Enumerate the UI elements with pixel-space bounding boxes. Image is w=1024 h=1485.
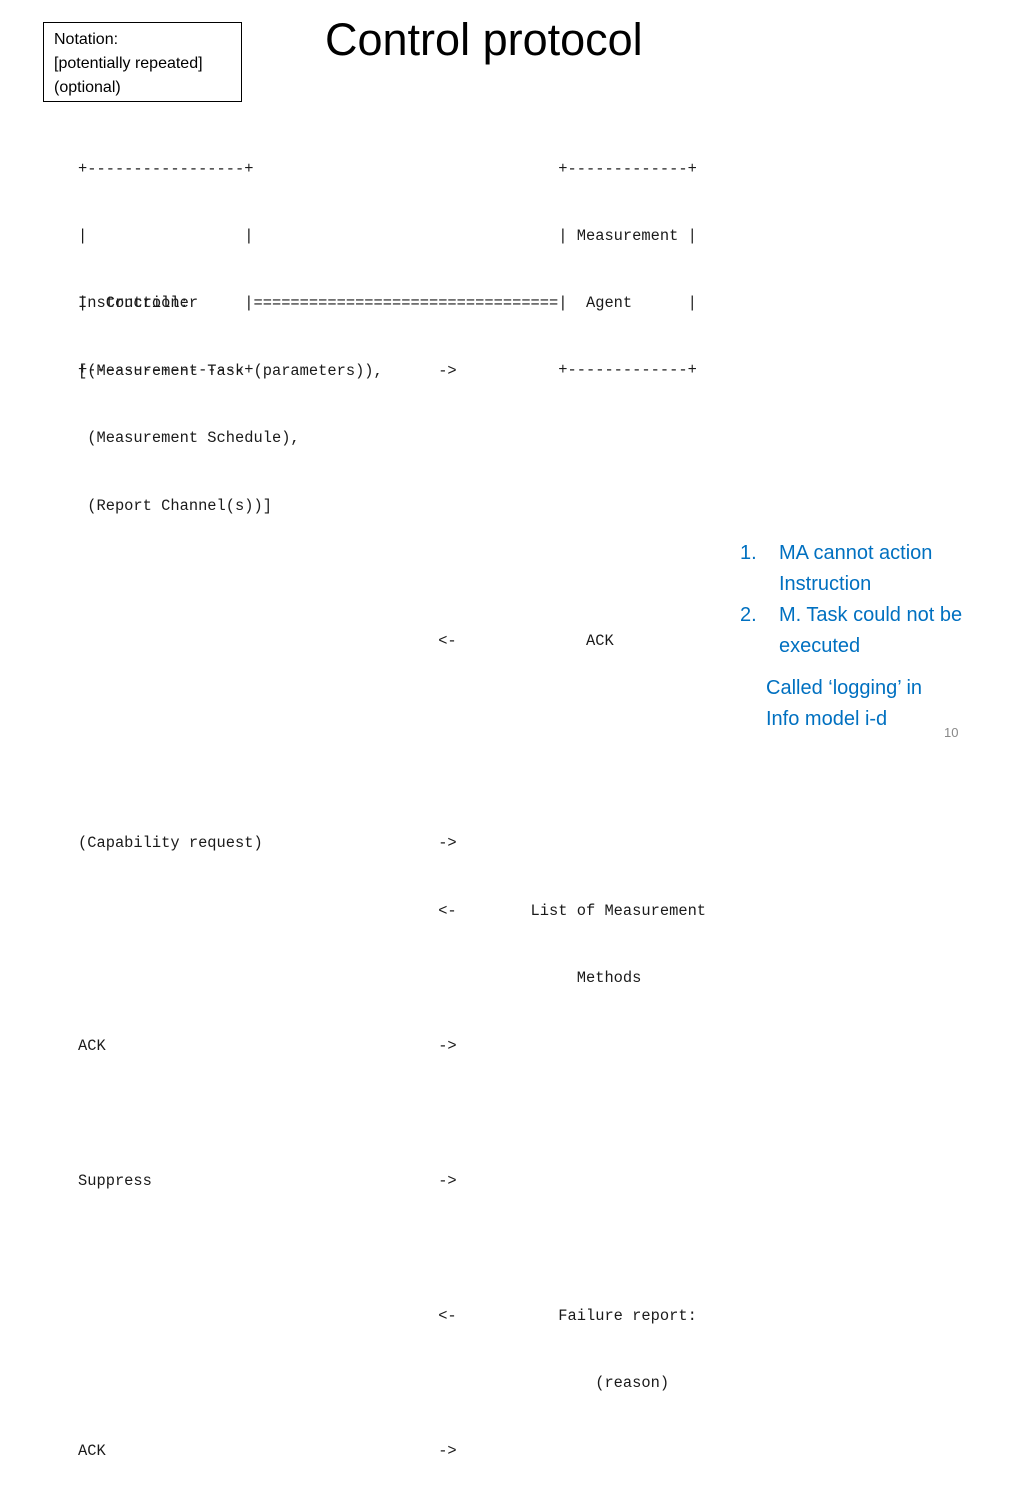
- exchange-line: [78, 562, 706, 585]
- exchange-line: <- Failure report:: [78, 1306, 697, 1325]
- failure-reason-number: 1.: [740, 542, 757, 564]
- failure-reason-item: 1. MA cannot action Instruction: [740, 538, 1010, 600]
- failure-reason-text: MA cannot action Instruction: [779, 542, 933, 595]
- controller-agent-diagram: +-----------------+ +-------------+ | | …: [78, 113, 697, 404]
- exchange-line: Suppress ->: [78, 1171, 457, 1190]
- exchange-line: [78, 697, 706, 720]
- diagram-line: | | | Measurement |: [78, 227, 697, 246]
- notation-box: Notation: [potentially repeated] (option…: [43, 22, 242, 102]
- page-number: 10: [944, 725, 959, 740]
- message-exchange: Instruction: [(Measurement Task (paramet…: [78, 247, 706, 1485]
- slide-title: Control protocol: [325, 14, 643, 65]
- exchange-line: (reason): [78, 1374, 670, 1392]
- exchange-line: (Capability request) ->: [78, 834, 457, 852]
- logging-note: Called ‘logging’ in Info model i-d: [766, 673, 986, 735]
- exchange-line: <- List of Measurement: [78, 901, 707, 920]
- failure-reason-text: M. Task could not be executed: [779, 604, 963, 657]
- notation-optional: (optional): [54, 79, 121, 96]
- exchange-line: [78, 1102, 706, 1125]
- notation-label: Notation:: [54, 31, 119, 48]
- exchange-line: ACK ->: [78, 1441, 457, 1460]
- exchange-line: [(Measurement Task (parameters)), ->: [78, 361, 457, 380]
- exchange-line: (Report Channel(s))]: [78, 496, 272, 515]
- notation-repeated: [potentially repeated]: [54, 55, 203, 72]
- exchange-line: [78, 1237, 706, 1260]
- logging-note-line: Info model i-d: [766, 708, 888, 730]
- failure-reason-number: 2.: [740, 604, 757, 626]
- exchange-line: <- ACK: [78, 631, 614, 650]
- failure-reasons-list: 1. MA cannot action Instruction 2. M. Ta…: [740, 538, 1010, 662]
- exchange-line: ACK ->: [78, 1036, 457, 1055]
- exchange-line: Instruction:: [78, 294, 189, 312]
- logging-note-line: Called ‘logging’ in: [766, 677, 923, 699]
- exchange-line: (Measurement Schedule),: [78, 429, 300, 447]
- exchange-line: Methods: [78, 969, 642, 987]
- diagram-line: +-----------------+ +-------------+: [78, 159, 697, 178]
- diagram-line: | Controller |==========================…: [78, 294, 697, 313]
- diagram-line: +-----------------+ +-------------+: [78, 361, 697, 380]
- failure-reason-item: 2. M. Task could not be executed: [740, 600, 1010, 662]
